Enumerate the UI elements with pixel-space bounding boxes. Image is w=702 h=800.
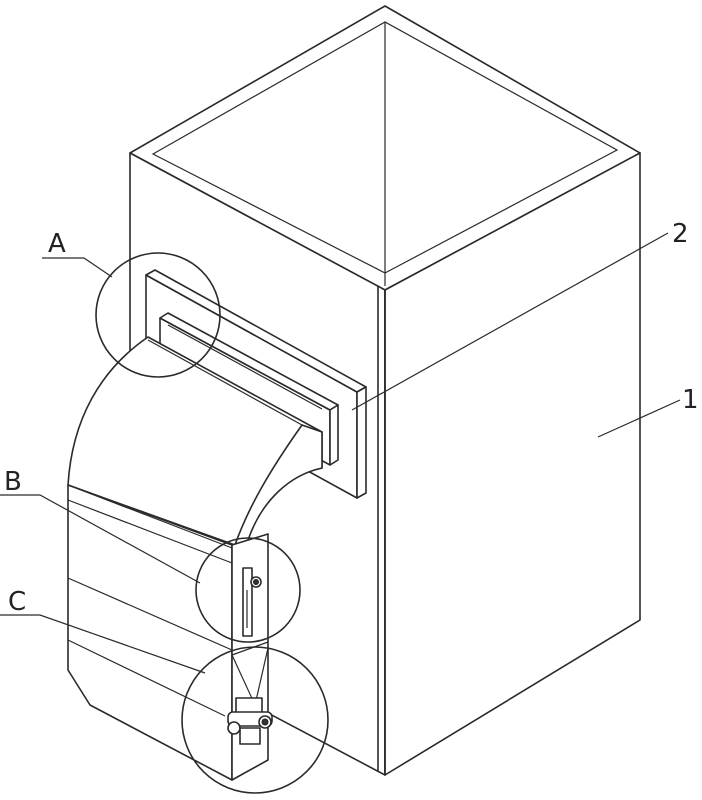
flange-plate-side <box>357 387 366 498</box>
label-detail-c: C <box>8 587 26 617</box>
hinge-pin-left <box>228 722 240 734</box>
flange-rail-side <box>330 405 338 465</box>
label-part-2: 2 <box>672 219 689 249</box>
label-part-1: 1 <box>682 385 699 415</box>
hinge-plate <box>240 728 260 744</box>
label-detail-b: B <box>4 467 22 497</box>
label-detail-a: A <box>48 229 66 259</box>
hinge-pin-core <box>262 719 268 725</box>
leader-a <box>42 258 112 277</box>
latch-knob-core <box>254 580 259 585</box>
